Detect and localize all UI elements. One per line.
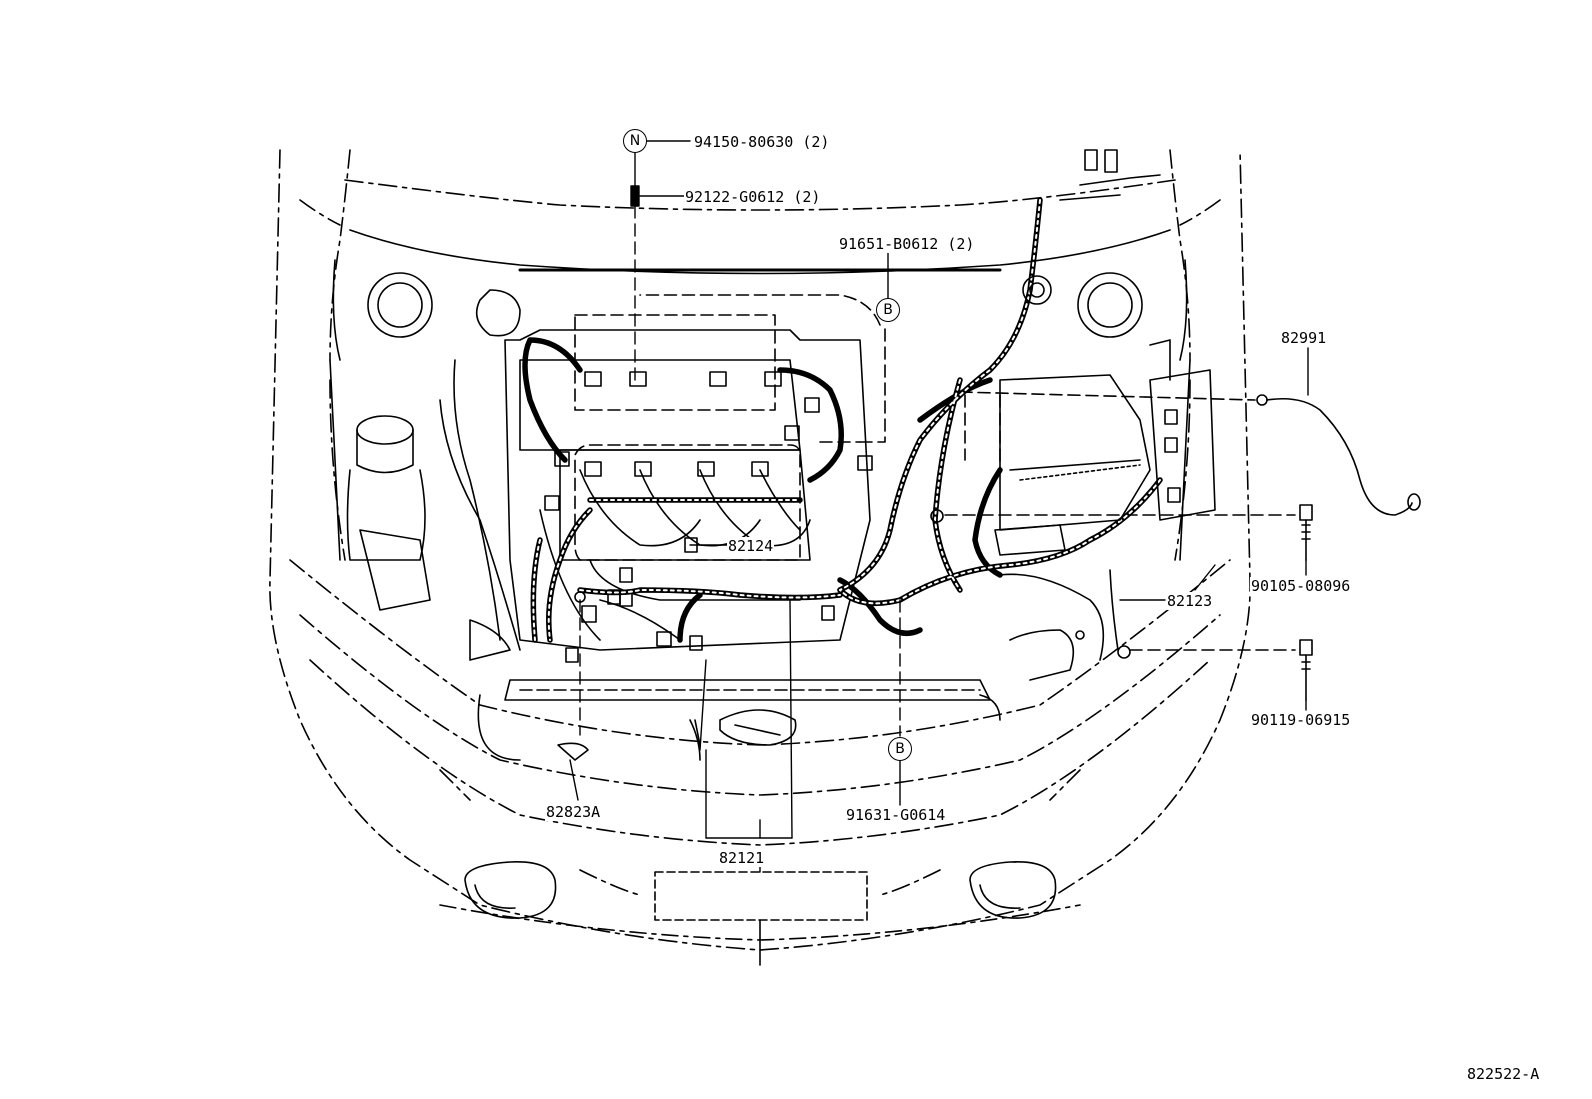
ground-terminals (930, 394, 1421, 701)
callout-leaders (569, 140, 1309, 873)
firewall-connectors (1022, 149, 1161, 305)
label-82991: 82991 (1280, 329, 1328, 347)
label-90105-08096: 90105-08096 (1250, 577, 1352, 595)
b-symbol-bottom: B (888, 737, 912, 761)
drawing-code: 822522-A (1466, 1065, 1541, 1083)
label-82124: 82124 (727, 537, 775, 555)
right-components (994, 339, 1216, 681)
fog-lamps (439, 861, 1081, 966)
nut-symbol: N (623, 129, 647, 153)
coil-row (544, 371, 873, 663)
label-92122-G0612: 92122-G0612 (2) (684, 188, 822, 206)
lower-front-components (557, 591, 797, 761)
label-90119-06915: 90119-06915 (1250, 711, 1352, 729)
strut-towers (367, 272, 1143, 338)
label-91651-B0612: 91651-B0612 (2) (838, 235, 976, 253)
b-symbol-top: B (876, 298, 900, 322)
firewall-outline (329, 229, 1191, 561)
wire-harness-braid (532, 199, 1161, 641)
engine-block (477, 329, 1001, 761)
label-82823A: 82823A (545, 803, 602, 821)
left-components (346, 289, 521, 661)
license-plate-area (654, 871, 868, 921)
label-91631-G0614: 91631-G0614 (845, 806, 947, 824)
label-82121: 82121 (718, 849, 766, 867)
label-82123: 82123 (1166, 592, 1214, 610)
label-94150-80630: 94150-80630 (2) (693, 133, 831, 151)
